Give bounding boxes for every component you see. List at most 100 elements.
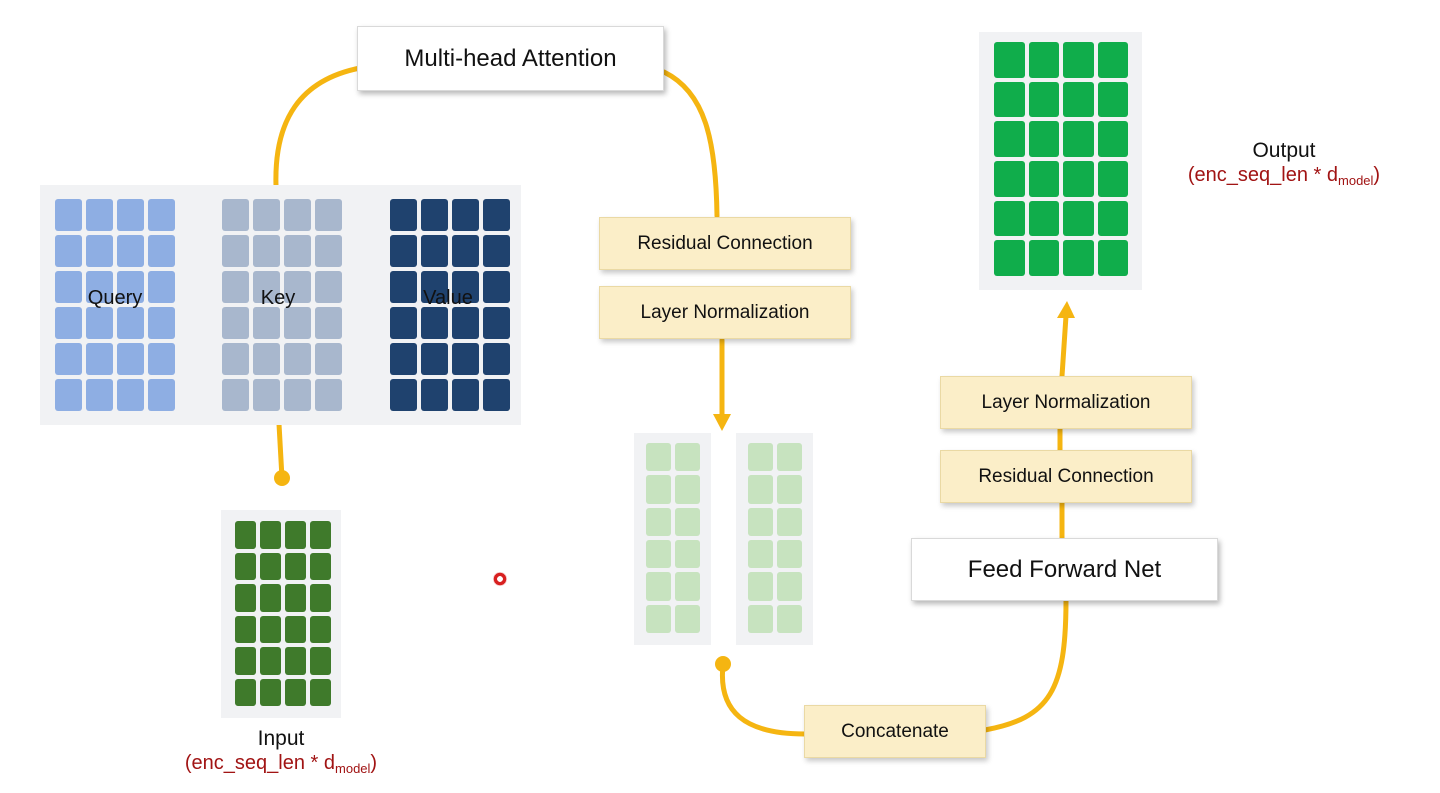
matrix-cell (675, 443, 700, 472)
matrix-cell (483, 307, 510, 339)
matrix-cell (148, 307, 175, 339)
connector-heads-to-concatenate (719, 662, 808, 737)
connector-attention-to-residual (661, 69, 720, 219)
output-caption-name: Output (1252, 139, 1316, 162)
value-matrix (390, 199, 510, 411)
input-caption-dims: (enc_seq_len * dmodel) (185, 751, 377, 777)
head-matrix-right (748, 443, 802, 633)
matrix-cell (55, 235, 82, 267)
matrix-cell (315, 271, 342, 303)
output-dims-end: ) (1373, 164, 1381, 187)
matrix-cell (310, 615, 331, 643)
connector-dot-heads (715, 656, 731, 672)
matrix-cell (1097, 42, 1128, 78)
arrowhead-to-output (1057, 301, 1075, 318)
matrix-cell (86, 271, 113, 303)
matrix-cell (222, 379, 249, 411)
output-dims-subscript: model (1338, 173, 1374, 189)
matrix-cell (86, 307, 113, 339)
matrix-cell (284, 343, 311, 375)
matrix-cell (117, 235, 144, 267)
matrix-cell (994, 42, 1025, 78)
residual-connection-box-top: Residual Connection (599, 217, 851, 270)
matrix-cell (148, 199, 175, 231)
matrix-cell (748, 572, 773, 601)
matrix-cell (285, 521, 306, 549)
matrix-cell (235, 678, 256, 706)
matrix-cell (315, 235, 342, 267)
matrix-cell (235, 552, 256, 580)
matrix-cell (310, 584, 331, 612)
matrix-cell (1063, 161, 1094, 197)
matrix-cell (421, 235, 448, 267)
matrix-cell (285, 552, 306, 580)
matrix-cell (1063, 42, 1094, 78)
key-matrix (222, 199, 342, 411)
matrix-cell (675, 475, 700, 504)
matrix-cell (253, 307, 280, 339)
matrix-cell (55, 343, 82, 375)
matrix-cell (86, 379, 113, 411)
matrix-cell (235, 584, 256, 612)
matrix-cell (646, 475, 671, 504)
matrix-cell (55, 271, 82, 303)
matrix-cell (285, 615, 306, 643)
matrix-cell (646, 540, 671, 569)
matrix-cell (260, 615, 281, 643)
matrix-cell (1063, 81, 1094, 118)
matrix-cell (1063, 200, 1094, 237)
matrix-cell (777, 475, 802, 504)
input-dims-subscript: model (335, 761, 371, 777)
matrix-cell (421, 379, 448, 411)
matrix-cell (483, 235, 510, 267)
matrix-cell (55, 379, 82, 411)
matrix-cell (483, 271, 510, 303)
matrix-cell (452, 307, 479, 339)
matrix-cell (1028, 81, 1059, 118)
concatenate-box: Concatenate (804, 705, 986, 758)
connector-input-to-qkv (276, 421, 285, 481)
matrix-cell (777, 443, 802, 472)
matrix-cell (55, 199, 82, 231)
matrix-cell (675, 604, 700, 633)
head-matrix-left (646, 443, 700, 633)
output-caption-dims: (enc_seq_len * dmodel) (1188, 163, 1380, 189)
matrix-cell (253, 235, 280, 267)
output-caption: Output (enc_seq_len * dmodel) (1188, 138, 1380, 189)
arrowhead-to-heads (713, 414, 731, 431)
matrix-cell (284, 379, 311, 411)
matrix-cell (777, 572, 802, 601)
connector-concatenate-to-feedforward (982, 597, 1069, 733)
matrix-cell (452, 379, 479, 411)
matrix-cell (310, 647, 331, 675)
matrix-cell (748, 507, 773, 536)
matrix-cell (390, 343, 417, 375)
query-matrix (55, 199, 175, 411)
input-dims-end: ) (370, 752, 378, 775)
matrix-cell (253, 271, 280, 303)
matrix-cell (310, 521, 331, 549)
matrix-cell (235, 647, 256, 675)
matrix-cell (260, 584, 281, 612)
matrix-cell (421, 199, 448, 231)
matrix-cell (117, 379, 144, 411)
matrix-cell (675, 540, 700, 569)
matrix-cell (310, 552, 331, 580)
matrix-cell (452, 343, 479, 375)
matrix-cell (148, 343, 175, 375)
matrix-cell (483, 379, 510, 411)
output-dims-main: (enc_seq_len * d (1187, 164, 1339, 187)
matrix-cell (253, 199, 280, 231)
matrix-cell (452, 235, 479, 267)
matrix-cell (148, 271, 175, 303)
matrix-cell (421, 271, 448, 303)
layer-normalization-box-top: Layer Normalization (599, 286, 851, 339)
matrix-cell (117, 343, 144, 375)
cursor-pointer-marker (493, 572, 507, 586)
matrix-cell (315, 199, 342, 231)
key-label: Key (260, 287, 296, 309)
matrix-cell (222, 343, 249, 375)
matrix-cell (1097, 121, 1128, 157)
matrix-cell (55, 307, 82, 339)
